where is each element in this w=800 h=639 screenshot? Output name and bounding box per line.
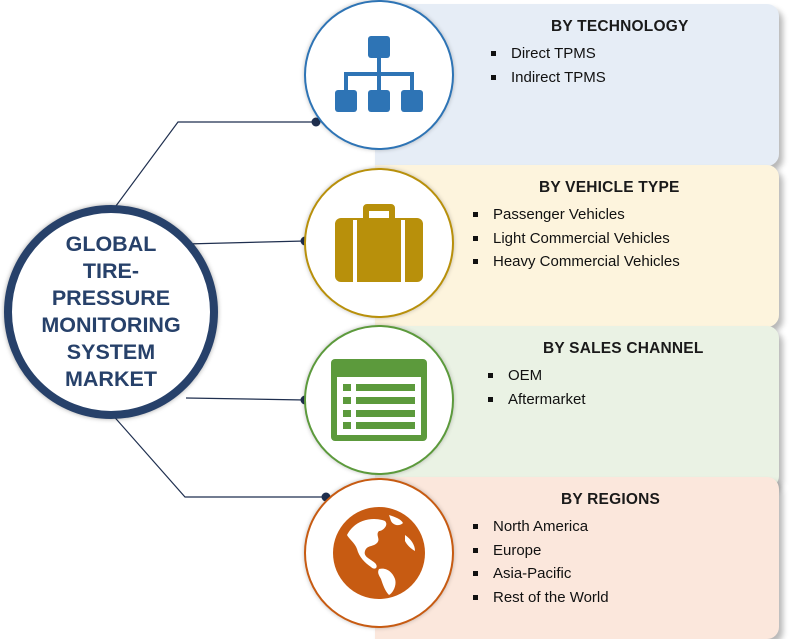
globe-icon	[333, 507, 425, 599]
panel-title: BY SALES CHANNEL	[543, 340, 704, 357]
regions-icon-circle	[304, 478, 454, 628]
panel-title: BY VEHICLE TYPE	[539, 179, 680, 196]
item-list: Passenger Vehicles Light Commercial Vehi…	[473, 203, 680, 274]
list-window-icon	[331, 359, 427, 441]
hierarchy-icon	[335, 36, 423, 112]
list-item: Indirect TPMS	[491, 66, 606, 90]
item-list: Direct TPMS Indirect TPMS	[491, 42, 606, 89]
list-item: OEM	[488, 364, 586, 388]
connector-vehicle-type	[185, 240, 306, 245]
list-item: Light Commercial Vehicles	[473, 227, 680, 251]
item-list: OEM Aftermarket	[488, 364, 586, 411]
connector-technology	[109, 121, 316, 215]
panel-title: BY TECHNOLOGY	[551, 18, 689, 35]
technology-icon-circle	[304, 0, 454, 150]
connector-regions	[109, 411, 326, 498]
item-list: North America Europe Asia-Pacific Rest o…	[473, 515, 609, 609]
panel-title: BY REGIONS	[561, 491, 661, 508]
list-item: Passenger Vehicles	[473, 203, 680, 227]
central-hub: GLOBAL TIRE- PRESSURE MONITORING SYSTEM …	[4, 205, 218, 419]
sales-channel-icon-circle	[304, 325, 454, 475]
connector-sales-channel	[185, 397, 306, 401]
briefcase-icon	[335, 204, 423, 282]
list-item: Asia-Pacific	[473, 562, 609, 586]
hub-title: GLOBAL TIRE- PRESSURE MONITORING SYSTEM …	[41, 232, 181, 391]
list-item: Aftermarket	[488, 388, 586, 412]
list-item: Heavy Commercial Vehicles	[473, 250, 680, 274]
list-item: Direct TPMS	[491, 42, 606, 66]
vehicle-type-icon-circle	[304, 168, 454, 318]
list-item: Rest of the World	[473, 586, 609, 610]
panel-regions: BY REGIONS North America Europe Asia-Pac…	[375, 477, 779, 639]
list-item: North America	[473, 515, 609, 539]
list-item: Europe	[473, 539, 609, 563]
